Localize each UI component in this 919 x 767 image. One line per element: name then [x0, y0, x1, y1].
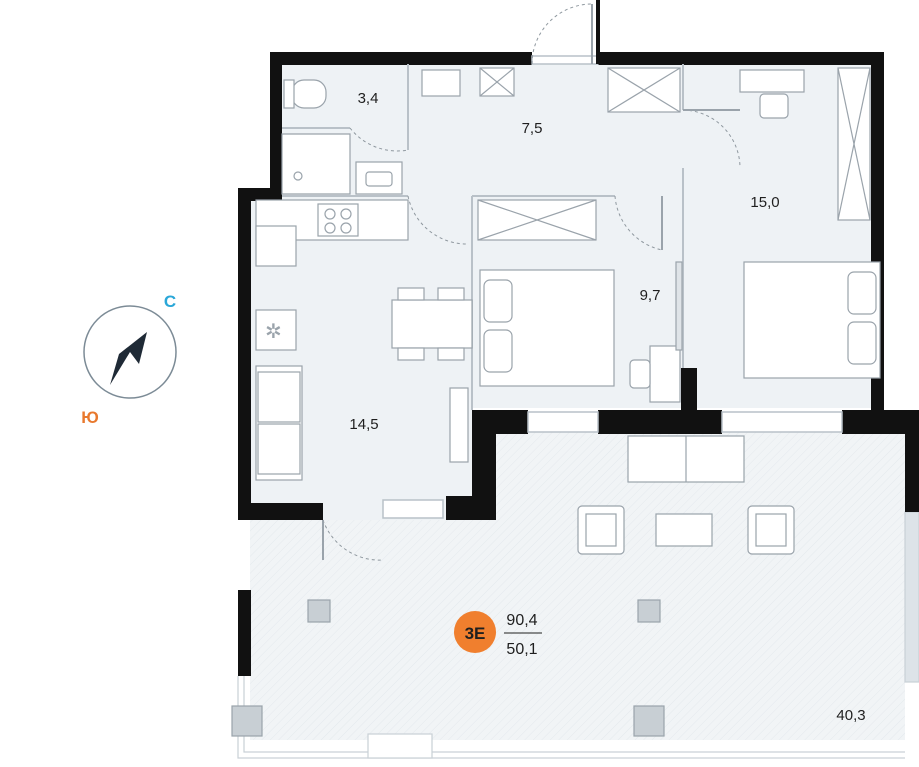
terrace-table — [655, 513, 713, 547]
room-area-bedroom-small: 9,7 — [640, 287, 661, 304]
unit-living-area: 50,1 — [506, 641, 537, 658]
desk-large — [739, 69, 805, 93]
svg-text:✲: ✲ — [265, 321, 282, 343]
room-area-kitchen-living: 14,5 — [349, 416, 378, 433]
door-leaves — [322, 0, 740, 560]
unit-code: 3Е — [465, 624, 486, 643]
room-area-hallway: 7,5 — [522, 120, 543, 137]
hob — [317, 203, 359, 237]
unit-total-area: 90,4 — [506, 612, 537, 629]
furniture: ✲ — [231, 67, 881, 737]
unit-code-circle — [454, 611, 496, 653]
compass: С Ю — [81, 292, 177, 427]
room-area-bedroom-large: 15,0 — [750, 194, 779, 211]
dining-table — [391, 299, 473, 349]
compass-north-label: С — [164, 292, 176, 311]
fridge — [255, 309, 297, 351]
terrace-columns — [231, 599, 665, 737]
shower — [281, 133, 351, 195]
doors — [322, 3, 741, 561]
room-labels: 3,4 7,5 15,0 9,7 14,5 40,3 — [349, 90, 865, 724]
floor-terrace — [250, 430, 905, 740]
terrace-railing — [237, 511, 919, 759]
room-area-bathroom: 3,4 — [358, 90, 379, 107]
compass-needle-icon — [110, 332, 147, 385]
toilet — [291, 79, 327, 109]
desk-small — [649, 345, 681, 403]
sink — [255, 225, 297, 267]
tv-stand — [449, 387, 469, 463]
washer — [421, 69, 461, 97]
walls — [238, 52, 919, 676]
unit-badge: 3Е 90,4 50,1 — [454, 611, 542, 658]
windows — [382, 55, 843, 519]
room-area-terrace: 40,3 — [836, 707, 865, 724]
compass-south-label: Ю — [81, 408, 99, 427]
